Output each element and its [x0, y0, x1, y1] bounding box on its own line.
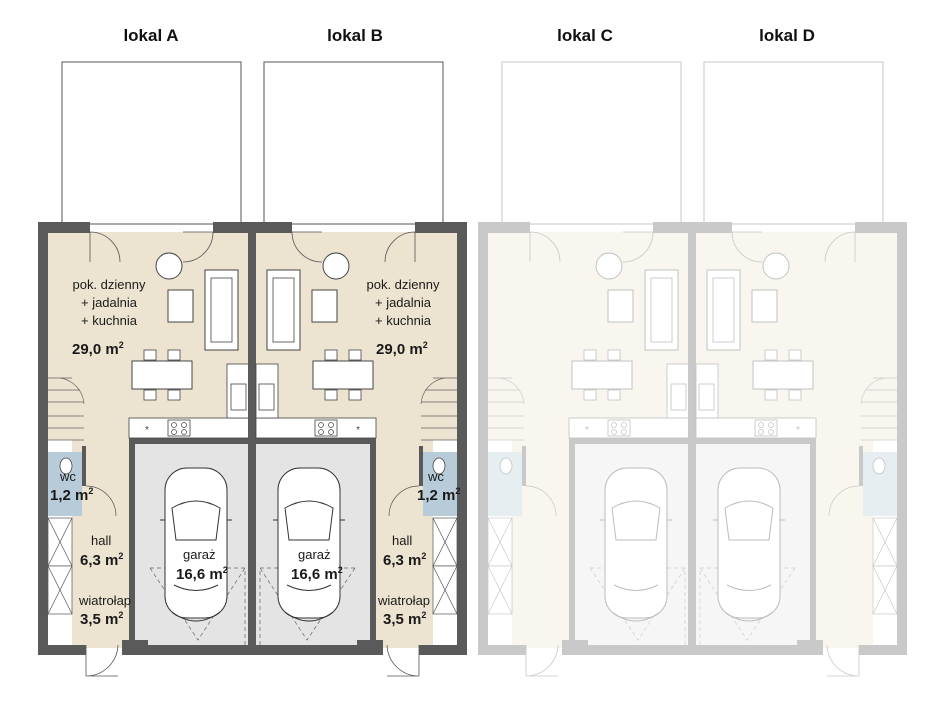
unit-c-title: lokal C — [557, 26, 613, 45]
living-room-area: 29,0 m2 — [72, 340, 124, 358]
garden-plot — [61, 61, 242, 225]
garage-area: 16,6 m2 — [176, 565, 228, 583]
living-room-label: pok. dzienny + jadalnia + kuchnia — [358, 277, 448, 329]
garage-area-value: 16,6 m — [176, 566, 223, 583]
unit-d-title: lokal D — [759, 26, 815, 45]
burner — [171, 429, 177, 435]
wc-label: wc — [428, 469, 444, 484]
area-unit-sup: 2 — [455, 486, 461, 496]
area-unit-sup: 2 — [422, 340, 428, 350]
living-room-name-line3: + kuchnia — [80, 312, 137, 328]
area-unit-sup: 2 — [421, 610, 427, 620]
living-room-name-line3: + kuchnia — [374, 312, 431, 328]
stove — [167, 419, 191, 437]
vestibule-area: 3,5 m2 — [383, 610, 426, 628]
staircase — [48, 377, 85, 441]
living-room-area: 29,0 m2 — [376, 340, 428, 358]
vestibule-label: wiatrołap — [378, 593, 431, 608]
coffee-table — [167, 289, 194, 323]
wall — [38, 645, 86, 655]
armchair — [155, 252, 183, 280]
sink-symbol: * — [145, 425, 149, 436]
car — [160, 467, 232, 622]
garage-area-value: 16,6 m — [291, 566, 338, 583]
hall-area: 6,3 m2 — [80, 551, 123, 569]
vestibule-area-value: 3,5 m — [383, 611, 422, 628]
wall — [38, 222, 48, 655]
vestibule-label: wiatrołap — [79, 593, 132, 608]
hall-label: hall — [392, 533, 413, 548]
wc-area: 1,2 m2 — [417, 486, 460, 504]
chair — [167, 349, 181, 361]
wardrobe — [47, 517, 73, 615]
vestibule-area-value: 3,5 m — [80, 611, 119, 628]
unit-b-title: lokal B — [327, 26, 383, 45]
living-room-name-line2: + jadalnia — [374, 294, 432, 310]
garage-label: garaż — [298, 547, 331, 562]
chair — [143, 389, 157, 401]
fridge — [230, 383, 247, 411]
wall — [129, 440, 135, 648]
living-room-area-value: 29,0 m — [376, 341, 423, 358]
area-unit-sup: 2 — [337, 565, 343, 575]
wc-door — [85, 485, 117, 517]
area-unit-sup: 2 — [88, 486, 94, 496]
chair — [167, 389, 181, 401]
sofa-seat — [210, 277, 233, 343]
wc-area-value: 1,2 m — [50, 487, 89, 504]
toilet — [59, 457, 73, 475]
burner — [171, 422, 177, 428]
unit-b-plan — [247, 61, 468, 677]
area-unit-sup: 2 — [118, 340, 124, 350]
terrace-door — [89, 231, 121, 263]
area-unit-sup: 2 — [421, 551, 427, 561]
wall — [148, 645, 257, 655]
hall-area-value: 6,3 m — [80, 552, 119, 569]
unit-c-plan — [477, 61, 698, 677]
area-unit-sup: 2 — [118, 551, 124, 561]
unit-a-plan: * — [38, 61, 257, 677]
garage-label: garaż — [183, 547, 216, 562]
unit-d-plan — [687, 61, 908, 677]
burner — [181, 429, 187, 435]
sofa — [204, 269, 239, 351]
living-room-name-line1: pok. dzienny — [72, 277, 146, 292]
wall — [38, 222, 90, 233]
garage-area: 16,6 m2 — [291, 565, 343, 583]
wc-partition — [82, 446, 86, 486]
faded-units — [477, 61, 908, 677]
unit-a-title: lokal A — [123, 26, 179, 45]
dining-table — [131, 360, 193, 390]
living-room-name-line1: pok. dzienny — [366, 277, 440, 292]
hall-area: 6,3 m2 — [383, 551, 426, 569]
living-room-area-value: 29,0 m — [72, 341, 119, 358]
living-room-name-line2: + jadalnia — [80, 294, 138, 310]
wc-area-value: 1,2 m — [417, 487, 456, 504]
wc-area: 1,2 m2 — [50, 486, 93, 504]
area-unit-sup: 2 — [222, 565, 228, 575]
living-room-label: pok. dzienny + jadalnia + kuchnia — [64, 277, 154, 329]
burner — [181, 422, 187, 428]
hall-label: hall — [91, 533, 112, 548]
wc-label: wc — [60, 469, 76, 484]
entrance-door — [85, 644, 119, 677]
area-unit-sup: 2 — [118, 610, 124, 620]
chair — [143, 349, 157, 361]
vestibule-area: 3,5 m2 — [80, 610, 123, 628]
door — [182, 231, 214, 263]
hall-area-value: 6,3 m — [383, 552, 422, 569]
wall — [129, 438, 249, 444]
wall — [213, 222, 257, 233]
